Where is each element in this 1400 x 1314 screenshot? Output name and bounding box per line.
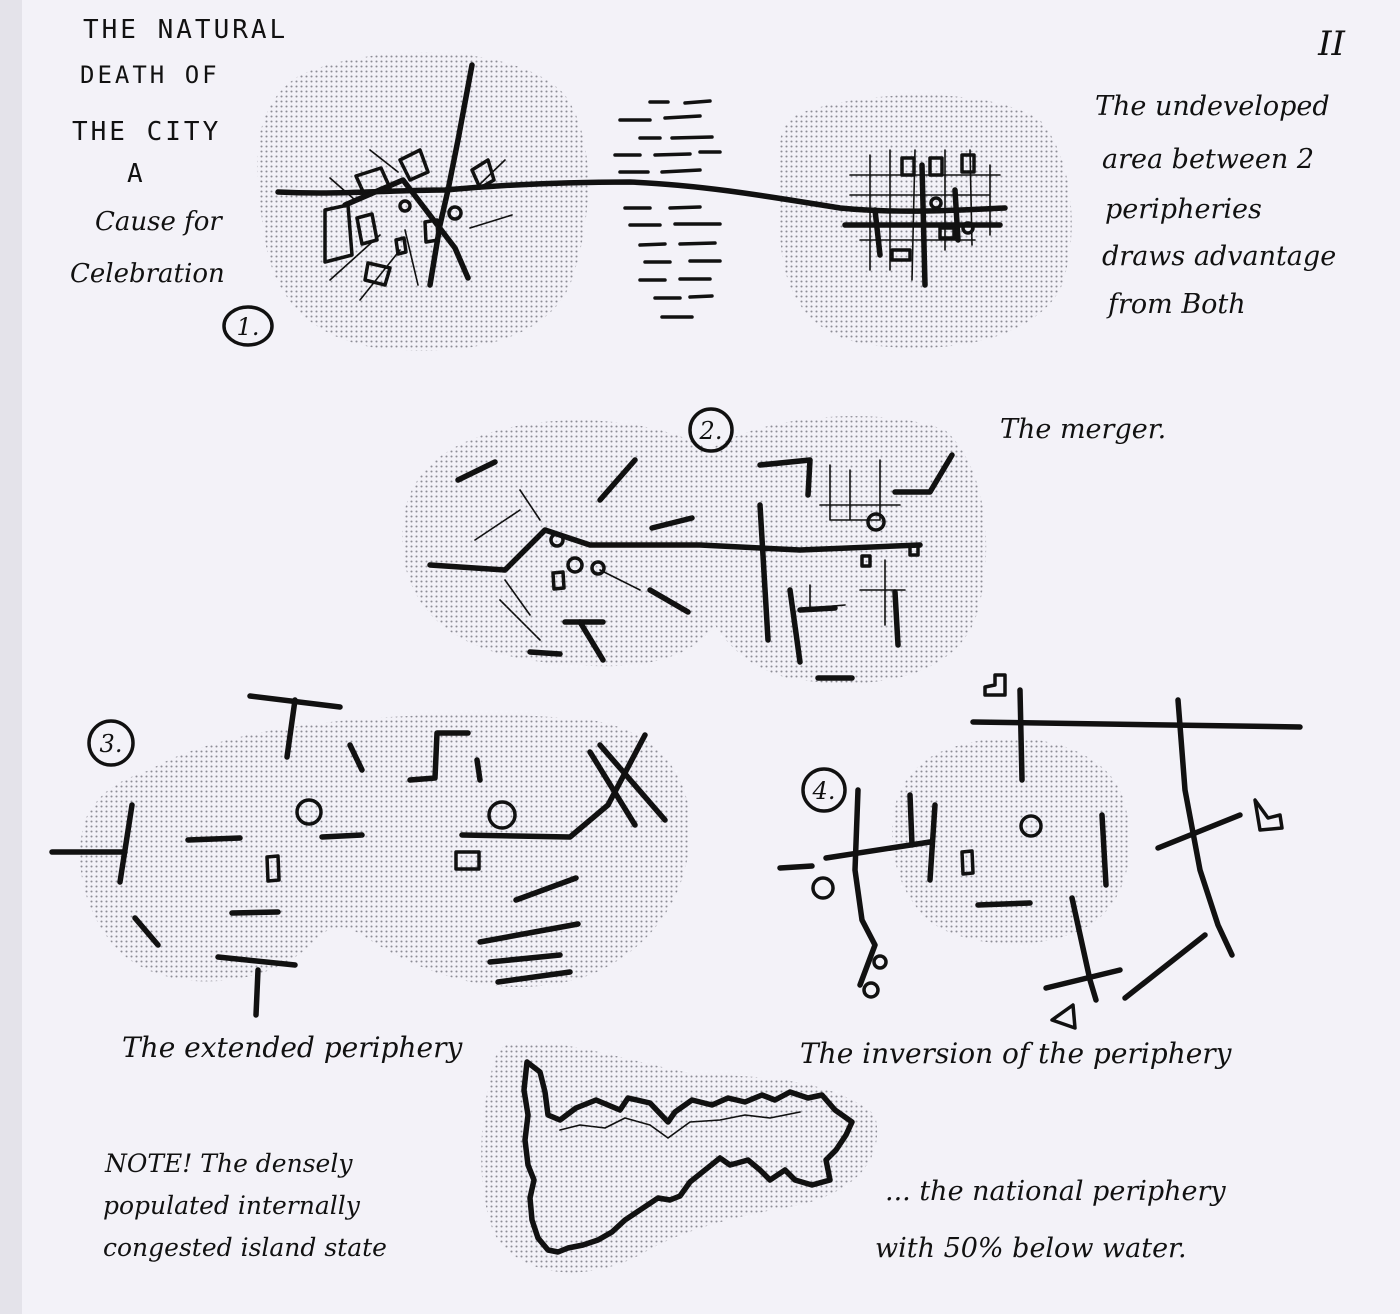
note-line-1: NOTE! The densely [104, 1149, 353, 1178]
caption-1-line-1: The undeveloped [1095, 91, 1330, 122]
title-line-5: Cause for [95, 207, 223, 237]
country-inner-coast [559, 1111, 801, 1139]
caption-1-line-5: from Both [1106, 289, 1246, 320]
note-line-2: populated internally [103, 1191, 361, 1220]
undeveloped-area-dashes [613, 99, 722, 319]
halftone-areas [80, 52, 1130, 1273]
title-line-1: THE NATURAL [83, 15, 288, 45]
diagram-1-number: 1. [237, 313, 260, 341]
road-3-segments [49, 693, 668, 1018]
road-1-diagonal [427, 62, 475, 288]
diagram-2-caption: The merger. [1000, 414, 1166, 445]
title-line-2: DEATH OF [80, 61, 220, 89]
diagram-1-caption: The undeveloped area between 2 peripheri… [1095, 91, 1336, 320]
diagram-4-number-circle [801, 767, 847, 813]
diagram-3-number: 3. [100, 730, 123, 758]
streets-2 [474, 459, 906, 641]
diagram-3-caption: The extended periphery [122, 1031, 463, 1064]
road-2-main [427, 527, 923, 573]
blob-4-inversion [891, 738, 1130, 944]
road-4-segments [777, 687, 1303, 1003]
diagram-2: 2. [427, 407, 955, 681]
grid-1-bold [842, 162, 1003, 288]
diagram-2-number-circle [688, 407, 734, 453]
blocks-1 [323, 148, 496, 287]
sheet-edge [0, 0, 22, 1314]
road-2-segments [455, 452, 955, 681]
note-line-3: congested island state [103, 1233, 387, 1262]
diagram-3-number-circle [87, 719, 135, 767]
diagram-4: 4. [777, 673, 1303, 1030]
road-1-main [275, 179, 1008, 214]
landmarks-3 [265, 798, 517, 883]
blob-2-merger [402, 416, 987, 684]
title-line-6: Celebration [70, 259, 225, 289]
blob-3-extended [80, 714, 691, 988]
diagram-5-caption: ... the national periphery with 50% belo… [875, 1176, 1226, 1264]
caption-1-line-3: peripheries [1105, 194, 1262, 225]
title-line-4: A [127, 159, 146, 189]
landmarks-4 [811, 673, 1284, 1030]
diagram-1-number-circle [222, 305, 274, 347]
caption-5-line-2: with 50% below water. [875, 1233, 1187, 1264]
page-number: II [1317, 24, 1345, 64]
diagram-1: 1. [222, 62, 1008, 347]
caption-1-line-4: draws advantage [1102, 241, 1336, 272]
note-block: NOTE! The densely populated internally c… [103, 1149, 387, 1262]
grid-1-blocks [890, 153, 976, 262]
title-block: THE NATURAL DEATH OF THE CITY A Cause fo… [70, 15, 288, 289]
road-2-spine [757, 502, 771, 643]
caption-1-line-2: area between 2 [1102, 144, 1314, 175]
blocks-2 [549, 512, 920, 591]
caption-5-line-1: ... the national periphery [885, 1176, 1226, 1207]
diagram-3: 3. [49, 693, 668, 1018]
diagram-2-number: 2. [699, 417, 723, 445]
diagram-4-number: 4. [812, 777, 836, 805]
diagram-4-caption: The inversion of the periphery [800, 1037, 1233, 1070]
country-outline [521, 1059, 855, 1255]
title-line-3: THE CITY [72, 117, 221, 147]
